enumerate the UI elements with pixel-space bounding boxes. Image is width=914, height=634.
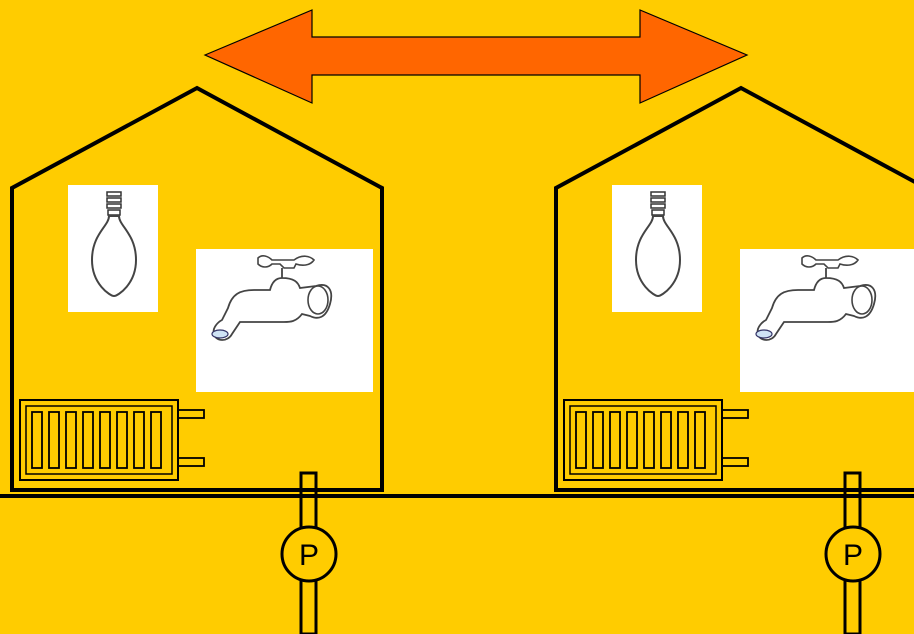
pump-label: P [843,539,863,572]
pump-label: P [299,539,319,572]
pump-icon [824,525,882,583]
water-tap-card [196,249,373,392]
house-outline-icon [10,85,384,492]
house-left [10,85,384,492]
radiator-icon [563,399,749,481]
pump-left: P [280,471,338,634]
house-outline-icon [554,85,914,492]
house-right [554,85,914,492]
double-headed-arrow-icon [203,9,749,104]
pipe-upper [843,471,862,532]
pipe-upper [299,471,318,532]
pipe-lower [843,576,862,634]
water-tap-card [740,249,914,392]
radiator-icon [19,399,205,481]
pipe-lower [299,576,318,634]
pump-right: P [824,471,882,634]
light-bulb-card [68,185,158,312]
pump-icon [280,525,338,583]
light-bulb-card [612,185,702,312]
